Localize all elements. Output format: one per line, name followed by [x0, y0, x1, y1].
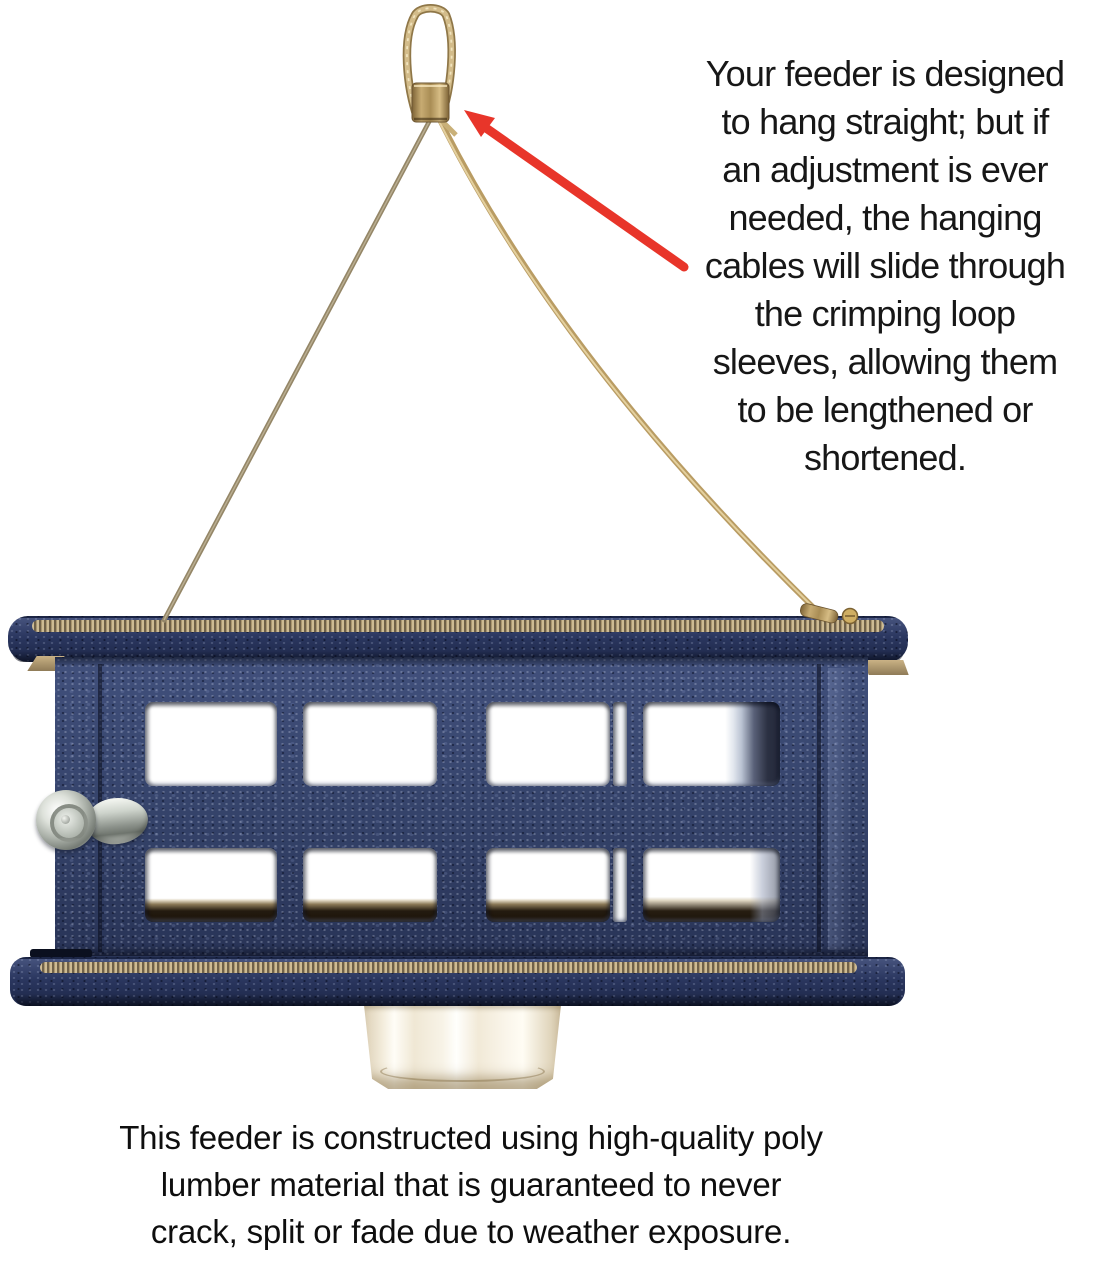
grid-gap-sliver [613, 848, 627, 922]
grid-window [486, 848, 610, 922]
lid-rib-edge [32, 620, 884, 632]
grid-window [303, 702, 437, 786]
clear-feed-cup [364, 1005, 561, 1089]
red-arrow-shaft [481, 123, 689, 272]
lid-shadow [55, 657, 868, 667]
grid-window [486, 702, 610, 786]
wing-nut [36, 788, 151, 854]
left-cable-sheen [163, 121, 430, 621]
grid-window [303, 848, 437, 922]
tray-slot [30, 949, 92, 958]
wing-nut-ring [50, 804, 88, 842]
grid-window [145, 702, 277, 786]
feed-cup-base [380, 1061, 545, 1082]
left-hanging-cable [160, 118, 433, 624]
grid-window [145, 848, 277, 922]
callout-line: sleeves, allowing them [712, 341, 1058, 382]
seed-tray [10, 957, 905, 1006]
callout-line: shortened. [803, 437, 967, 478]
footer-line: This feeder is constructed using high-qu… [119, 1119, 823, 1156]
red-arrow-head-icon [464, 110, 495, 137]
right-cable-sheen [437, 119, 817, 611]
door-seam-right [817, 664, 821, 952]
wing-nut-center [61, 815, 70, 824]
footer-line: crack, split or fade due to weather expo… [150, 1213, 792, 1250]
footer-line: lumber material that is guaranteed to ne… [160, 1166, 782, 1203]
crimp-sleeve [411, 82, 450, 123]
grid-window [643, 848, 780, 922]
feeder-lid [8, 616, 908, 662]
grid-gap-sliver [613, 702, 627, 786]
callout-line: needed, the hanging [728, 197, 1042, 238]
cable-ferrule [800, 603, 839, 624]
callout-line: to be lengthened or [737, 389, 1033, 430]
grid-window [643, 702, 780, 786]
callout-line: Your feeder is designed [705, 53, 1065, 94]
callout-line: to hang straight; but if [721, 101, 1049, 142]
callout-line: an adjustment is ever [722, 149, 1048, 190]
callout-line: cables will slide through [704, 245, 1066, 286]
hanging-loop-core [404, 5, 455, 121]
callout-text: Your feeder is designed to hang straight… [649, 50, 1120, 482]
body-base-shadow [55, 945, 868, 956]
tray-rib-edge [40, 962, 857, 973]
right-wall-highlight [828, 668, 850, 950]
callout-line: the crimping loop [754, 293, 1016, 334]
footer-text: This feeder is constructed using high-qu… [40, 1114, 902, 1255]
